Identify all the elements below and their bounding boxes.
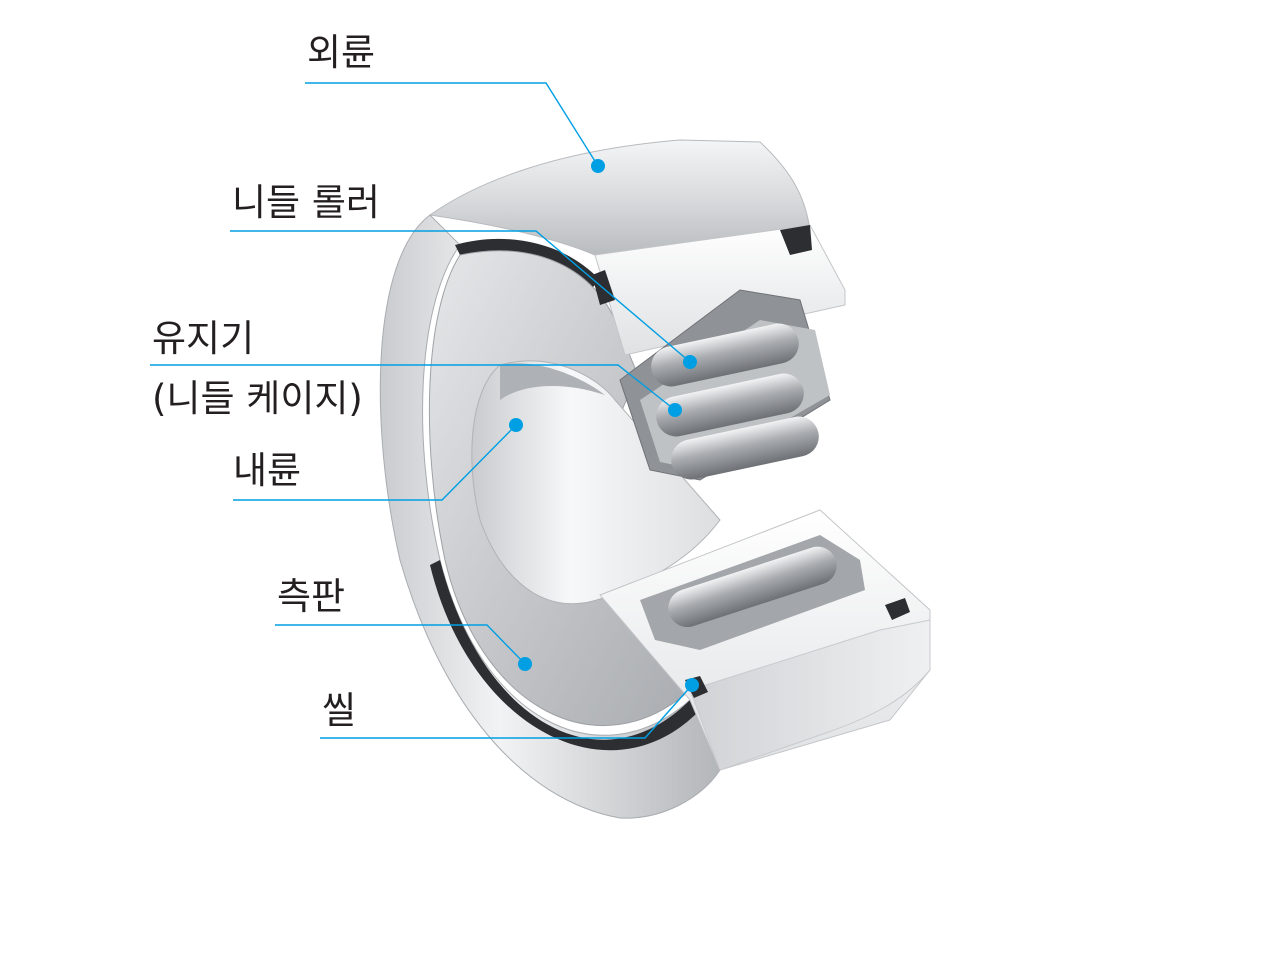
leader-seal: [320, 684, 693, 739]
dot-inner-ring: [509, 418, 523, 432]
label-cage-subtitle: (니들 케이지): [152, 377, 363, 420]
leader-needle-roller: [230, 230, 691, 363]
label-side-plate: 측판: [277, 575, 346, 618]
dot-cage: [668, 403, 682, 417]
outer-ring-rim: [379, 214, 721, 819]
dot-seal: [685, 678, 699, 692]
leader-outer-ring: [305, 82, 599, 167]
label-cage: 유지기: [152, 317, 255, 360]
dot-side-plate: [518, 657, 532, 671]
needle-roller-lower: [668, 546, 837, 628]
label-outer-ring: 외륜: [307, 31, 376, 74]
leader-lines: [150, 82, 693, 739]
label-inner-ring: 내륜: [233, 449, 302, 492]
leader-cage: [150, 364, 676, 411]
leader-dots: [509, 159, 699, 692]
leader-side-plate: [275, 624, 526, 665]
label-seal: 씰: [322, 689, 357, 732]
dot-outer-ring: [591, 159, 605, 173]
needle-rollers-upper: [651, 323, 819, 480]
label-needle-roller: 니들 롤러: [232, 181, 380, 224]
outer-ring-surface: [428, 139, 811, 256]
dot-needle-roller: [683, 355, 697, 369]
leader-inner-ring: [233, 424, 517, 501]
